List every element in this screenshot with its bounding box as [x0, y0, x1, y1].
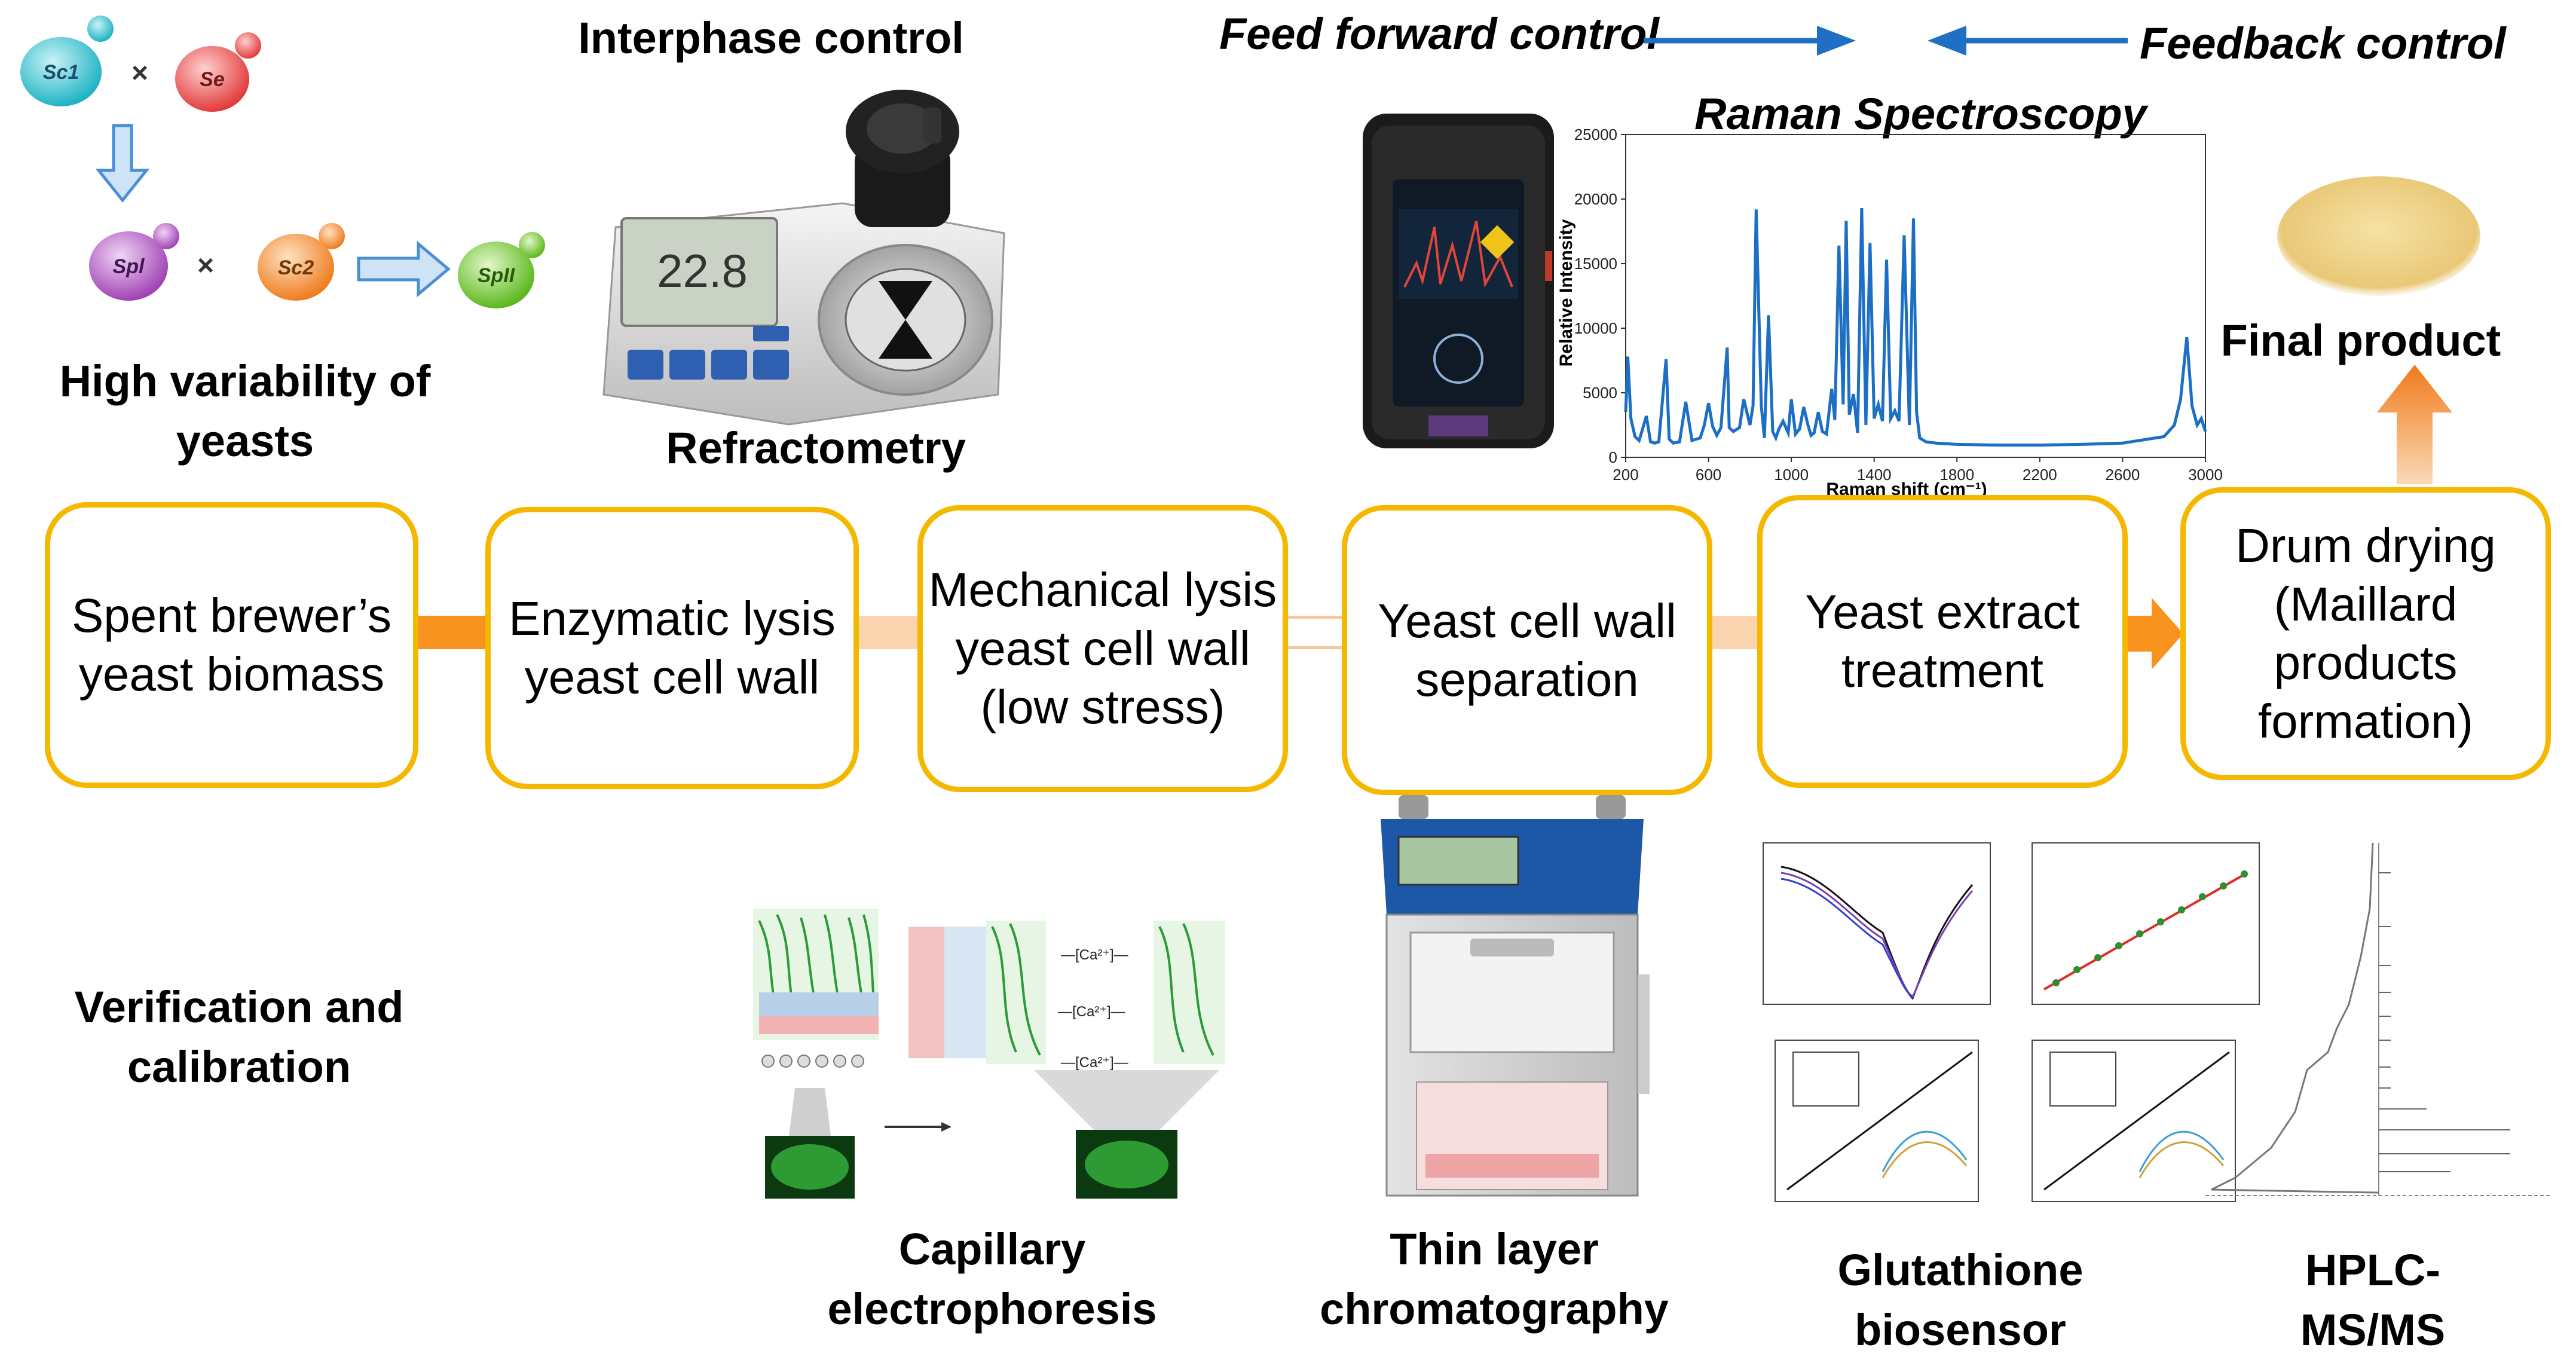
yeast-cell-spl: Spl	[89, 223, 179, 301]
raman-y-tick-label: 25000	[1574, 126, 1617, 143]
yeast-crossing-diagram: Sc1 × Se Spl × Sc2 SpII	[20, 16, 545, 308]
svg-text:Sc2: Sc2	[278, 256, 314, 279]
final-product-powder-image	[2277, 176, 2480, 296]
gsh-calibration-panel	[1775, 1040, 1979, 1202]
raman-y-tick-label: 10000	[1574, 319, 1617, 337]
feedback-label: Feedback control	[2140, 19, 2506, 68]
capillary-electrophoresis-image: —[Ca²⁺]— —[Ca²⁺]— —[Ca²⁺]—	[753, 909, 1225, 1199]
connector-arrow-1	[415, 616, 488, 649]
svg-text:Sc1: Sc1	[43, 61, 79, 84]
gssg-calibration-panel	[2032, 1040, 2236, 1202]
svg-text:—[Ca²⁺]—: —[Ca²⁺]—	[1061, 947, 1128, 963]
refractometer-reading: 22.8	[657, 245, 748, 297]
cross-symbol: ×	[131, 57, 148, 89]
svg-text:—[Ca²⁺]—: —[Ca²⁺]—	[1058, 1004, 1125, 1020]
raman-x-tick-label: 1000	[1774, 466, 1809, 484]
raman-y-axis-label: Relative Intensity	[1556, 219, 1576, 366]
tlc-instrument-image	[1381, 795, 1650, 1197]
feed-forward-label: Feed forward control	[1219, 9, 1659, 59]
cross-symbol: ×	[197, 250, 214, 282]
svg-text:Se: Se	[200, 68, 225, 91]
connector-arrow-5	[2125, 598, 2183, 670]
raman-x-tick-label: 1400	[1857, 466, 1892, 484]
svg-text:SpII: SpII	[478, 264, 516, 287]
connector-arrow-2	[856, 616, 922, 649]
refractometer-image: 22.8	[602, 90, 1005, 426]
hplc-label: HPLC- MS/MS	[2300, 1245, 2446, 1355]
variability-label: High variability of yeasts	[59, 356, 431, 466]
yeast-cell-spii: SpII	[458, 232, 545, 308]
raman-x-tick-label: 200	[1613, 466, 1638, 484]
yeast-cell-sc1: Sc1	[20, 16, 114, 106]
svg-text:—[Ca²⁺]—: —[Ca²⁺]—	[1061, 1055, 1128, 1071]
svg-text:Spl: Spl	[113, 255, 145, 278]
raman-plot-frame	[1625, 134, 2206, 458]
raman-title: Raman Spectroscopy	[1694, 89, 2147, 139]
capillary-label: Capillary electrophoresis	[827, 1224, 1157, 1334]
hplc-chromatogram-image	[2205, 842, 2552, 1196]
raman-spectrum-chart: 200 600 1000 1400 1800 2200 2600 3000 0 5000 10000…	[1556, 126, 2223, 499]
raman-y-tick-label: 5000	[1583, 384, 1617, 402]
yeast-cell-se: Se	[175, 32, 261, 112]
right-arrow-icon	[357, 240, 451, 298]
tlc-label: Thin layer chromatography	[1320, 1224, 1669, 1334]
feedback-arrow-icon	[1928, 26, 2128, 56]
down-arrow-icon	[95, 124, 150, 203]
refractometry-label: Refractometry	[666, 423, 966, 473]
feed-forward-arrow-icon	[1644, 26, 1856, 56]
cv-panel	[1763, 842, 1991, 1005]
biosensor-label: Glutathione biosensor	[1837, 1245, 2084, 1355]
raman-y-tick-label: 15000	[1574, 255, 1617, 273]
raman-y-tick-label: 0	[1609, 448, 1617, 466]
interphase-label: Interphase control	[578, 13, 964, 63]
raman-x-tick-label: 1800	[1939, 466, 1974, 484]
raman-x-tick-label: 3000	[2188, 466, 2223, 484]
raman-series-line	[1624, 208, 2207, 447]
verification-label: Verification and calibration	[74, 982, 404, 1092]
biosensor-plots-image	[1763, 842, 2260, 1202]
up-arrow-icon	[2377, 365, 2452, 484]
raman-x-tick-label: 600	[1696, 466, 1721, 484]
final-product-label: Final product	[2220, 316, 2501, 365]
yeast-cell-sc2: Sc2	[258, 223, 345, 301]
connector-arrow-3	[1285, 616, 1345, 649]
raman-device-image	[1363, 114, 1554, 448]
raman-x-tick-label: 2200	[2023, 466, 2057, 484]
raman-y-tick-label: 20000	[1574, 190, 1617, 208]
linear-fit-panel	[2032, 842, 2260, 1005]
raman-x-tick-label: 2600	[2106, 466, 2140, 484]
